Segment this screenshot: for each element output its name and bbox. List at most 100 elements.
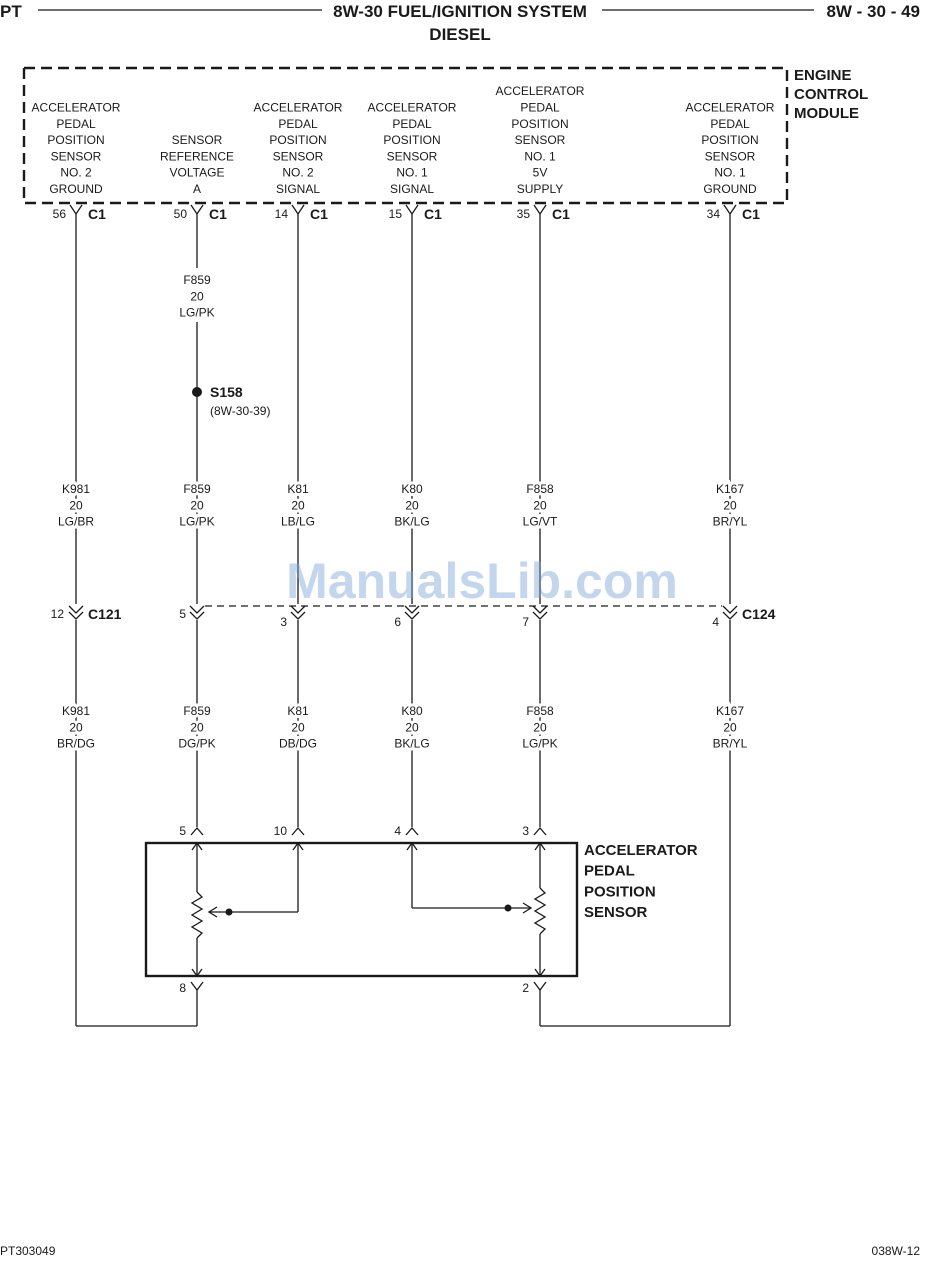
- pot-left-wiper-arrowhead: [207, 906, 218, 918]
- ecm-pin-chevron: [190, 204, 204, 216]
- sensor-pin-number: 8: [179, 981, 186, 995]
- wire-label-line: BR/DG: [57, 737, 95, 751]
- c124-chevron: [404, 611, 420, 620]
- ecm-pin-number: 56: [53, 207, 67, 221]
- ecm-pin-chevron: [533, 204, 547, 216]
- sensor-name-line: ACCELERATOR: [584, 842, 698, 859]
- ecm-pin-label-line: SENSOR: [387, 149, 438, 163]
- wire-label-line: 20: [723, 720, 737, 734]
- splice-dot: [192, 387, 202, 397]
- wire-label-line: 20: [190, 289, 204, 303]
- ecm-pin-label-line: A: [193, 182, 201, 196]
- ecm-name-line: MODULE: [794, 105, 859, 122]
- pot-right-wiper-arrowhead: [522, 902, 533, 914]
- ecm-pin-label-line: PEDAL: [278, 117, 318, 131]
- ecm-pin-chevron: [723, 204, 737, 216]
- ecm-pin-label-line: ACCELERATOR: [32, 101, 121, 115]
- ecm-pin-label-line: SIGNAL: [276, 182, 320, 196]
- wire-label-line: LB/LG: [281, 515, 315, 529]
- wire-label-line: F858: [526, 704, 554, 718]
- sensor-top-pin: [405, 827, 419, 836]
- ecm-pin-label-line: GROUND: [703, 182, 757, 196]
- pot-right-wiper-dot: [504, 904, 512, 912]
- ecm-pin-number: 14: [275, 207, 289, 221]
- splice-reference: (8W-30-39): [210, 404, 270, 418]
- ecm-pin-label-line: PEDAL: [392, 117, 432, 131]
- ecm-pin-label-line: POSITION: [701, 133, 758, 147]
- wire-label-line: 20: [533, 498, 547, 512]
- wire-label-line: BR/YL: [713, 737, 748, 751]
- wire-label-line: 20: [190, 498, 204, 512]
- ecm-pin-number: 15: [389, 207, 403, 221]
- ecm-connector-label: C1: [310, 206, 328, 222]
- wire-label-line: K81: [287, 482, 309, 496]
- ecm-pin-number: 50: [174, 207, 188, 221]
- sensor-top-pin: [291, 827, 305, 836]
- pot-left-wiper-dot: [225, 908, 233, 916]
- ecm-pin-label-line: SUPPLY: [517, 182, 563, 196]
- pot-left-wiper-arrow: [292, 841, 304, 851]
- diagram-dynamic-layer: PT 8W-30 FUEL/IGNITION SYSTEM 8W - 30 - 49…: [0, 2, 920, 1258]
- page-title: 8W-30 FUEL/IGNITION SYSTEM: [333, 2, 587, 21]
- wire-label-line: K80: [401, 704, 423, 718]
- ecm-pin-label-line: NO. 2: [60, 166, 92, 180]
- sensor-name-line: SENSOR: [584, 904, 648, 921]
- pot-right-wiper-arrow: [406, 841, 418, 851]
- c124-chevron: [290, 605, 306, 614]
- ecm-pin-chevron: [69, 204, 83, 216]
- ecm-pin-label-line: SENSOR: [172, 133, 223, 147]
- sensor-top-pin: [533, 827, 547, 836]
- footer-right-code: 038W-12: [872, 1244, 921, 1258]
- wire-label-line: 20: [291, 498, 305, 512]
- c124-pin-number: 7: [522, 615, 529, 629]
- ecm-pin-label-line: PEDAL: [56, 117, 96, 131]
- wire-label-line: BK/LG: [394, 737, 429, 751]
- watermark: ManualsLib.com: [286, 553, 678, 609]
- sensor-pin-number: 3: [522, 824, 529, 838]
- c121-chevron: [68, 605, 84, 614]
- wire-label-line: LG/PK: [179, 515, 214, 529]
- page-subtitle: DIESEL: [429, 25, 490, 44]
- sensor-box: [144, 841, 579, 978]
- wire-label-line: K167: [716, 704, 744, 718]
- ecm-pin-label-line: NO. 1: [524, 149, 556, 163]
- wire-label-line: LG/PK: [179, 306, 214, 320]
- wire-label-line: BR/YL: [713, 515, 748, 529]
- ecm-pin-label-line: VOLTAGE: [170, 166, 225, 180]
- ecm-pin-label-line: 5V: [533, 166, 548, 180]
- footer-left-code: PT303049: [0, 1244, 56, 1258]
- c124-chevron: [722, 611, 738, 620]
- ecm-pin-number: 35: [517, 207, 531, 221]
- c124-label: C124: [742, 606, 776, 622]
- wire-label-line: 20: [533, 720, 547, 734]
- ecm-pin-chevron: [291, 204, 305, 216]
- wire-label-line: LG/BR: [58, 515, 94, 529]
- ecm-pin-label-line: PEDAL: [520, 101, 560, 115]
- ecm-pin-label-line: PEDAL: [710, 117, 750, 131]
- c124-chevron: [189, 605, 205, 614]
- header-left-label: PT: [0, 2, 22, 21]
- wire-label-line: K81: [287, 704, 309, 718]
- wire-label-line: F859: [183, 273, 211, 287]
- ecm-dashed-outline: [22, 66, 789, 205]
- ecm-connector-label: C1: [742, 206, 760, 222]
- ecm-pin-label-line: POSITION: [269, 133, 326, 147]
- c124-chevron: [532, 611, 548, 620]
- pot-left-resistor: [190, 891, 204, 939]
- pot-left-arrow-bottom: [191, 968, 203, 978]
- wire-label-line: F858: [526, 482, 554, 496]
- ecm-pin-label-line: SENSOR: [273, 149, 324, 163]
- wire-label-line: DB/DG: [279, 737, 317, 751]
- wire-label-line: LG/PK: [522, 737, 557, 751]
- sensor-top-pin: [190, 827, 204, 836]
- page-number: 8W - 30 - 49: [826, 2, 920, 21]
- pot-left-arrow-top: [191, 841, 203, 851]
- ecm-name-line: CONTROL: [794, 86, 868, 103]
- splice-name: S158: [210, 384, 243, 400]
- wire-label-line: K981: [62, 704, 90, 718]
- ecm-pin-label-line: NO. 1: [396, 166, 428, 180]
- c124-chevron: [189, 611, 205, 620]
- wire-label-line: F859: [183, 704, 211, 718]
- wire-label-line: 20: [190, 720, 204, 734]
- ecm-name-line: ENGINE: [794, 67, 852, 84]
